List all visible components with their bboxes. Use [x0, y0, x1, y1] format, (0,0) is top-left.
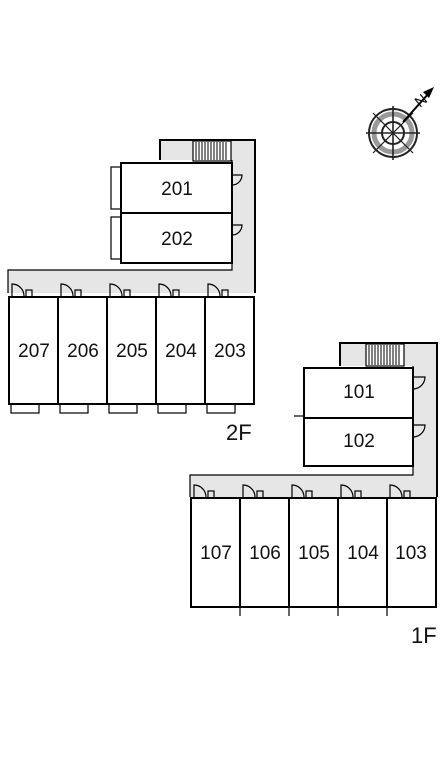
room-label-204: 204	[165, 341, 197, 362]
room-label-103: 103	[395, 543, 427, 564]
floor-label-1f: 1F	[411, 623, 437, 648]
partition-ticks-1f	[239, 607, 388, 616]
stairs-1f	[365, 343, 405, 367]
room-label-201: 201	[161, 179, 193, 200]
room-label-106: 106	[249, 543, 281, 564]
stairs-2f	[192, 140, 232, 162]
room-label-104: 104	[347, 543, 379, 564]
room-103	[386, 497, 437, 608]
doors-1f-icon	[193, 484, 411, 499]
balcony-201	[110, 166, 122, 210]
room-label-202: 202	[161, 229, 193, 250]
room-label-105: 105	[298, 543, 330, 564]
floor-2f: 201 202 207 206 205 204 203 2F	[7, 139, 256, 445]
room-label-206: 206	[67, 341, 99, 362]
room-label-207: 207	[18, 341, 50, 362]
balconies-2f	[10, 403, 236, 414]
floor-label-2f: 2F	[226, 420, 252, 445]
compass-north-icon: N	[366, 87, 434, 160]
room-label-102: 102	[343, 431, 375, 452]
room-label-205: 205	[116, 341, 148, 362]
door-101-icon	[412, 376, 426, 390]
room-label-107: 107	[200, 543, 232, 564]
balcony-202	[110, 216, 122, 260]
room-label-203: 203	[214, 341, 246, 362]
door-201-icon	[231, 174, 243, 186]
door-102-icon	[412, 424, 426, 438]
room-label-101: 101	[343, 382, 375, 403]
doors-2f-icon	[11, 283, 229, 298]
floor-1f: 101 102 107 106 105 104 103 1F	[189, 342, 438, 648]
room-102	[303, 417, 414, 467]
door-202-icon	[231, 224, 243, 236]
corridor-1f	[190, 343, 437, 497]
